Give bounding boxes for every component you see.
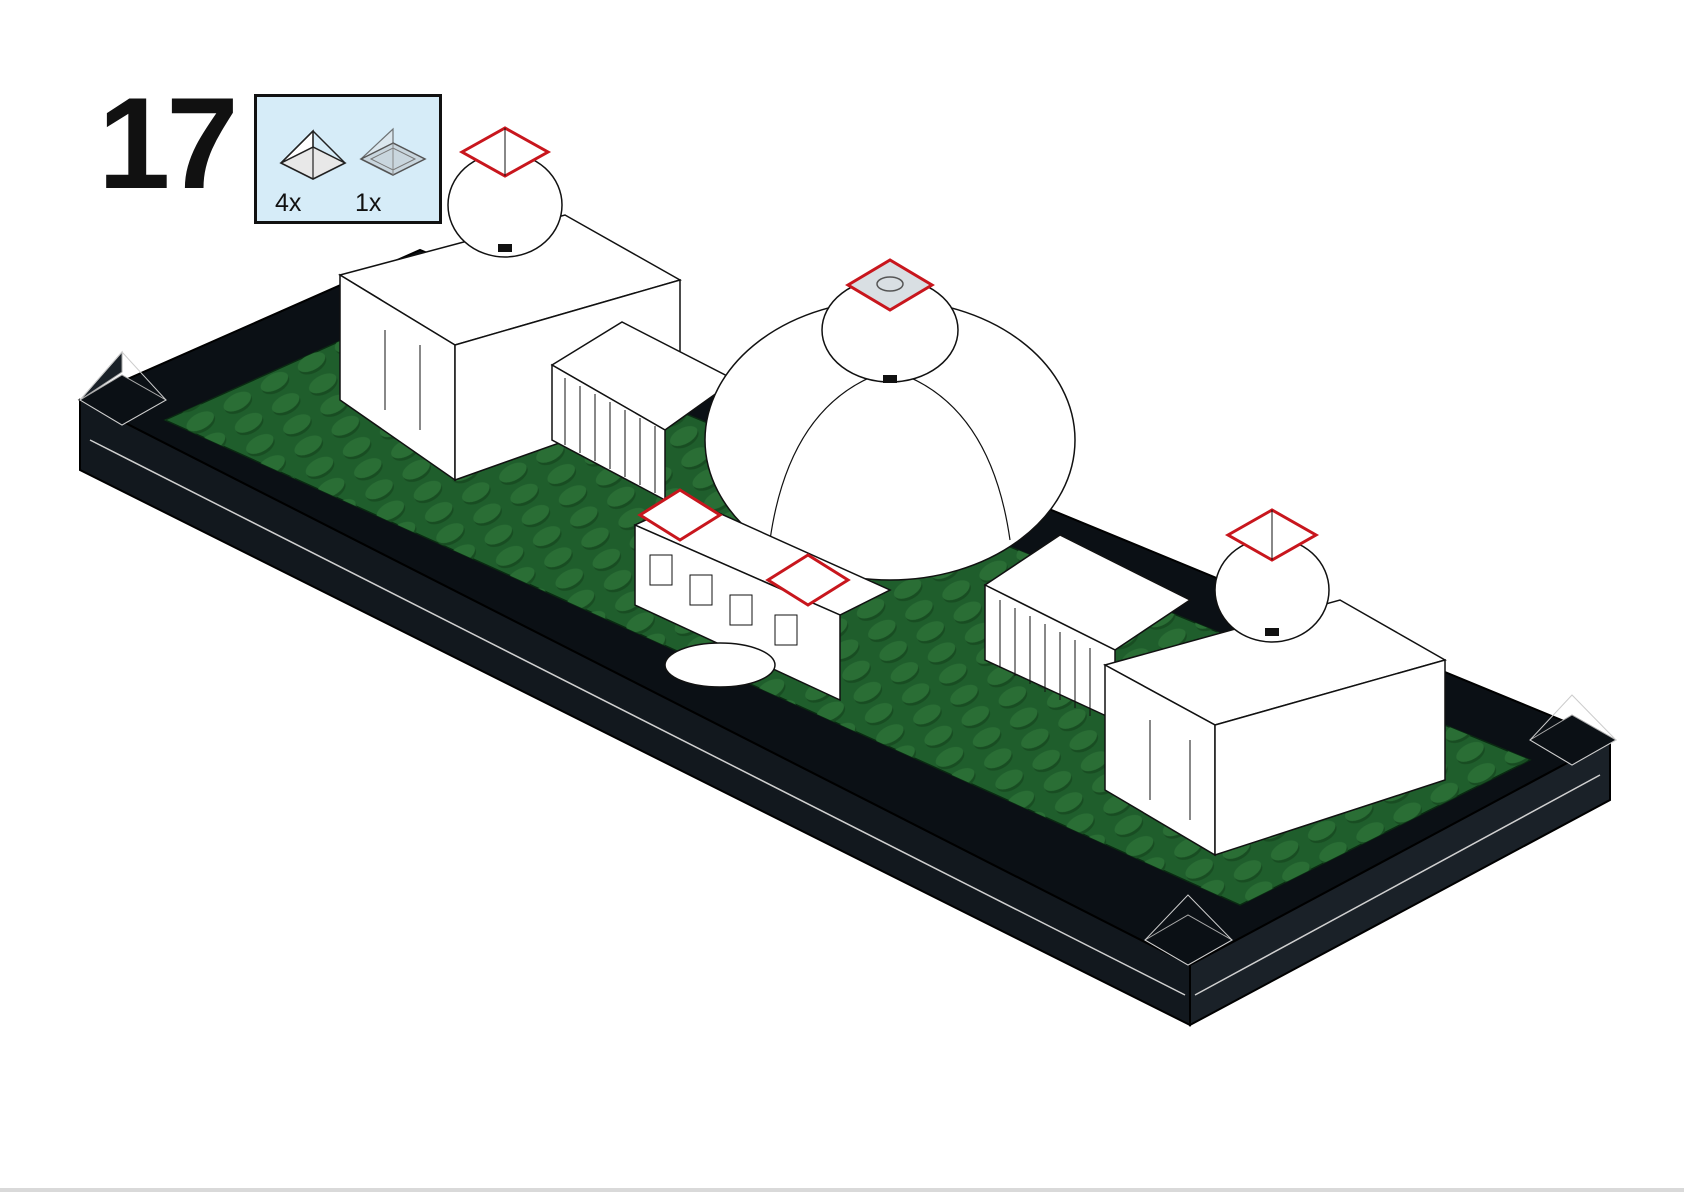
right-wing xyxy=(1103,508,1447,857)
parts-callout: 4x 1x xyxy=(254,94,442,224)
left-colonnade xyxy=(550,321,737,502)
part-quantity: 1x xyxy=(355,189,382,217)
corner-post xyxy=(79,350,168,426)
part-transparent-roof-tile: 1x xyxy=(353,119,433,219)
part-white-roof-tile: 4x xyxy=(273,119,353,219)
corner-post xyxy=(1144,894,1234,966)
front-entrance xyxy=(633,488,892,702)
transparent-roof-tile-1x1-icon xyxy=(359,127,427,176)
page-bottom-rule xyxy=(0,1188,1684,1192)
corner-post xyxy=(1529,694,1618,766)
central-dome xyxy=(704,258,1076,581)
part-quantity: 4x xyxy=(275,189,302,217)
step-number: 17 xyxy=(98,70,239,216)
white-roof-tile-1x1-icon xyxy=(279,129,347,180)
